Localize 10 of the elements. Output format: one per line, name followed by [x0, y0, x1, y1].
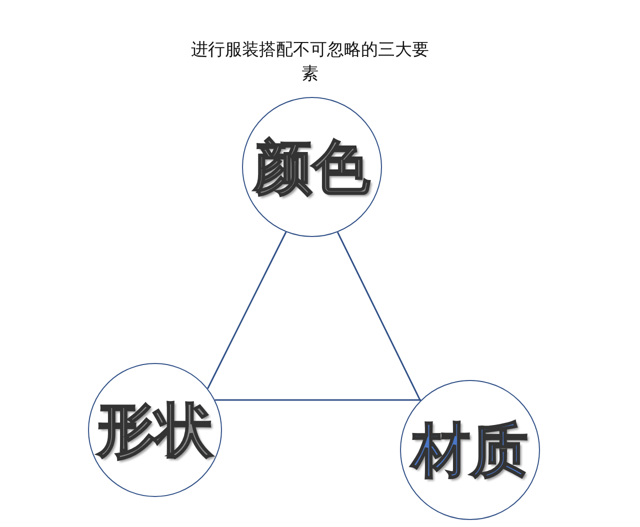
- circle-node: [400, 380, 540, 520]
- node-label: 材质: [412, 421, 528, 479]
- node-label: 形状: [97, 401, 213, 459]
- circle-node: [88, 363, 222, 497]
- connector-line: [336, 232, 421, 401]
- connector-line: [214, 399, 421, 401]
- node-label: 颜色: [254, 138, 370, 196]
- circle-node: [242, 97, 382, 237]
- title: 进行服装搭配不可忽略的三大要素: [190, 39, 430, 86]
- connector-line: [207, 232, 287, 389]
